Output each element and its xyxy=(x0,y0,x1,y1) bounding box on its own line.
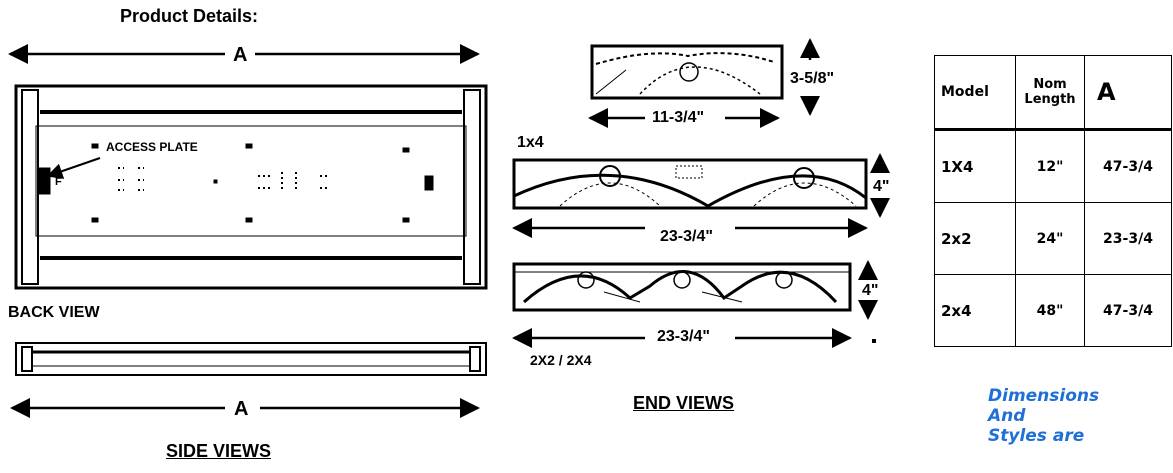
cell-nom-length: 24" xyxy=(1015,202,1085,275)
cell-a: 47-3/4 xyxy=(1084,274,1172,347)
note-line-2: And xyxy=(988,406,1026,426)
end-top-height-label: 3-5/8" xyxy=(790,70,835,87)
note-line-1: Dimensions xyxy=(988,386,1100,406)
dimensions-note: Dimensions And Styles are xyxy=(988,386,1148,446)
end-view-top xyxy=(590,44,784,100)
end-low-height-label: 4" xyxy=(862,282,879,299)
table-row: 2x4 48" 47-3/4 xyxy=(934,274,1172,347)
note-line-3: Styles are xyxy=(988,426,1085,446)
dimension-low-height xyxy=(858,260,878,343)
side-view-fixture xyxy=(15,342,487,376)
end-low-width-label: 23-3/4" xyxy=(657,328,710,345)
model-2x2-2x4-label: 2X2 / 2X4 xyxy=(530,352,592,368)
column-header-a: A xyxy=(1084,55,1172,130)
cell-model: 2x4 xyxy=(934,274,1016,347)
dimension-a-label-side: A xyxy=(234,398,249,420)
model-1x4-label: 1x4 xyxy=(517,134,544,151)
column-header-nom-length: Nom Length xyxy=(1015,55,1085,130)
column-header-model: Model xyxy=(934,55,1016,130)
table-row: 2x2 24" 23-3/4 xyxy=(934,202,1172,275)
specs-table: Model Nom Length A 1X4 12" 47-3/4 2x2 24… xyxy=(934,55,1172,347)
cell-a: 23-3/4 xyxy=(1084,202,1172,275)
back-view-fixture xyxy=(14,84,488,290)
access-plate-label: ACCESS PLATE xyxy=(106,140,198,154)
marker-f-label: F xyxy=(55,176,62,188)
table-row: 1X4 12" 47-3/4 xyxy=(934,129,1172,203)
side-views-caption: SIDE VIEWS xyxy=(166,441,272,461)
end-mid-width-label: 23-3/4" xyxy=(660,228,713,245)
end-view-2x2-2x4 xyxy=(512,262,852,312)
page-title: Product Details: xyxy=(120,6,259,26)
end-view-1x4 xyxy=(512,158,868,210)
back-view-caption: BACK VIEW xyxy=(8,304,100,321)
end-top-width-label: 11-3/4" xyxy=(652,109,705,126)
dimension-a-label-back: A xyxy=(233,44,248,66)
table-header-row: Model Nom Length A xyxy=(934,55,1172,130)
cell-model: 2x2 xyxy=(934,202,1016,275)
end-views-caption: END VIEWS xyxy=(633,393,735,413)
end-mid-height-label: 4" xyxy=(873,178,890,195)
cell-a: 47-3/4 xyxy=(1084,129,1172,203)
cell-model: 1X4 xyxy=(934,129,1016,203)
cell-nom-length: 48" xyxy=(1015,274,1085,347)
cell-nom-length: 12" xyxy=(1015,129,1085,203)
